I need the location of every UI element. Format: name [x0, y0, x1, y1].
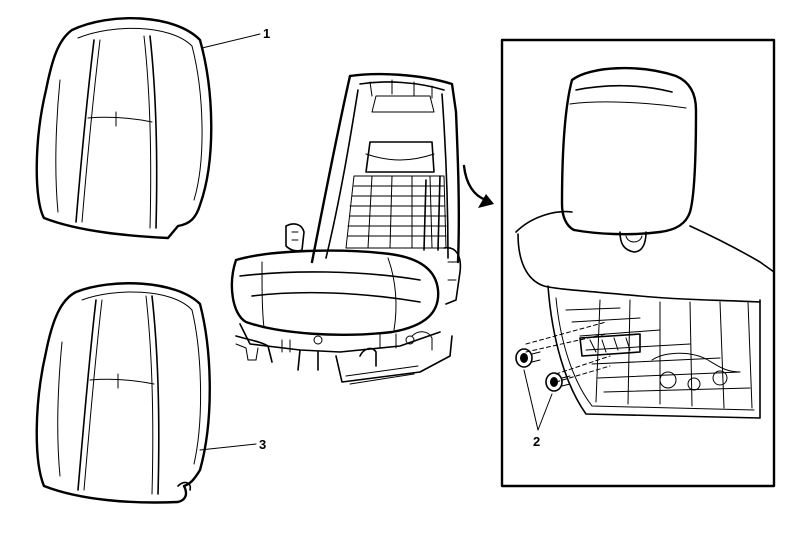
lower-seatback-cover — [35, 282, 211, 504]
detail-inset — [500, 38, 776, 488]
callout-2: 2 — [533, 434, 540, 449]
leader-line-2a — [523, 369, 539, 431]
detail-arrow — [462, 164, 494, 208]
fastener-upper — [515, 348, 541, 368]
access-opening — [525, 285, 761, 419]
fastener-lower — [545, 372, 571, 392]
leader-line-2b — [537, 393, 553, 431]
callout-1: 1 — [263, 26, 270, 41]
leader-line-3 — [199, 443, 257, 451]
upper-seatback-cover — [35, 17, 213, 240]
callout-3: 3 — [259, 437, 266, 452]
seat-frame-assembly — [230, 72, 462, 385]
headrest — [560, 66, 698, 253]
leader-line-1 — [201, 33, 261, 49]
leader-lines — [199, 33, 553, 451]
